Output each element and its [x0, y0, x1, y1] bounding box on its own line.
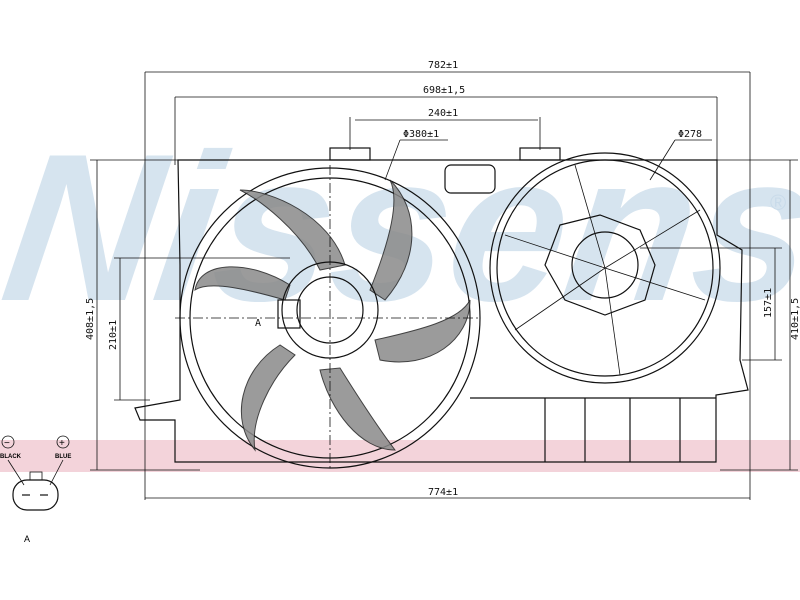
minus-terminal-icon	[1, 435, 15, 449]
connector-view-label: A	[24, 534, 30, 544]
right-fan	[489, 152, 721, 384]
section-marker: A	[255, 318, 261, 329]
fan-housing	[134, 147, 749, 463]
minus-symbol: −	[4, 438, 10, 449]
dim-overall-width: 782±1	[428, 60, 458, 71]
watermark-stripe	[0, 440, 800, 472]
registered-mark: ®	[770, 190, 786, 215]
dim-motor-height: 210±1	[108, 320, 119, 350]
plus-symbol: +	[59, 438, 65, 449]
connector-diagram: − + BLACK BLUE A	[0, 435, 71, 544]
dim-right-fan-diameter: Φ278	[678, 129, 702, 140]
dim-frame-width: 698±1,5	[423, 85, 465, 96]
dimension-lines	[90, 71, 798, 500]
dim-bottom-width: 774±1	[428, 487, 458, 498]
dim-left-fan-diameter: Φ380±1	[403, 129, 439, 140]
dim-mount-spacing: 240±1	[428, 108, 458, 119]
left-fan	[175, 165, 481, 470]
dim-right-motor-height: 157±1	[763, 288, 774, 318]
plus-terminal-icon	[56, 435, 70, 449]
minus-label: BLACK	[0, 454, 22, 460]
dim-right-height: 410±1,5	[790, 298, 800, 340]
dim-left-height: 408±1,5	[85, 298, 96, 340]
plus-label: BLUE	[55, 454, 71, 460]
